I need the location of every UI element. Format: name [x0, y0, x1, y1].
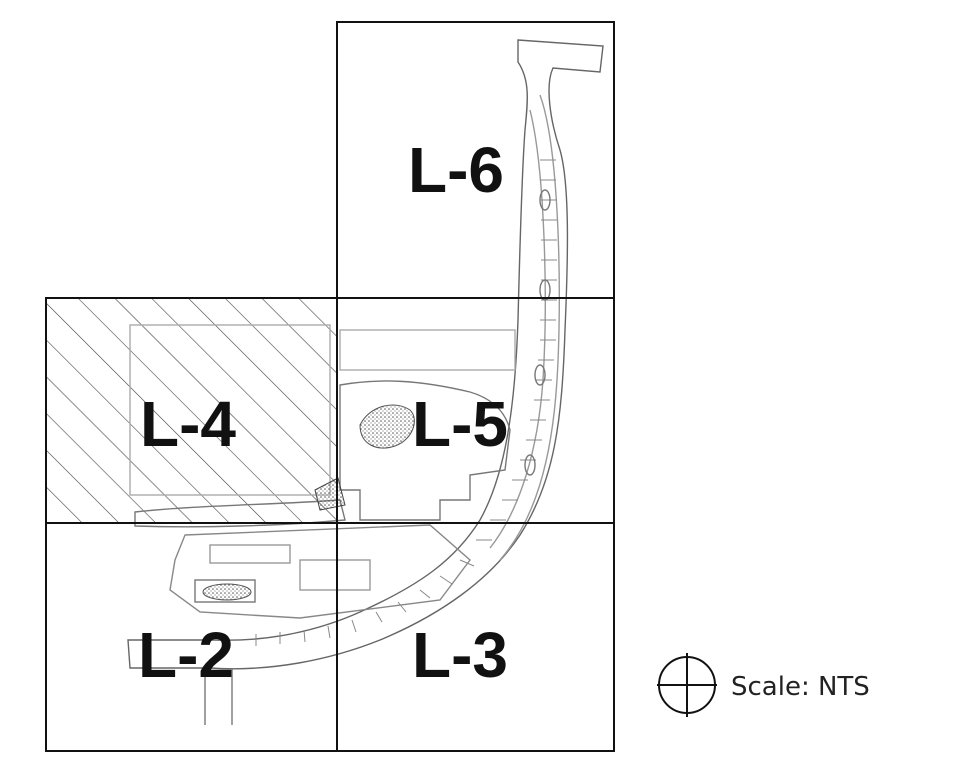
site-plan-drawing — [127, 39, 604, 725]
sheet-label-l6: L-6 — [408, 134, 504, 206]
sheet-label-l5: L-5 — [412, 388, 508, 460]
sheet-label-l2: L-2 — [138, 619, 234, 691]
scale-text: Scale: NTS — [731, 672, 870, 702]
sheet-label-l3: L-3 — [412, 619, 508, 691]
north-arrow-crosshair-icon — [655, 652, 719, 722]
sheet-box-l3 — [336, 522, 615, 752]
sheet-label-l4: L-4 — [140, 388, 236, 460]
planting-area — [202, 583, 252, 601]
hatched-sheet-area — [46, 298, 337, 523]
planting-area — [359, 404, 415, 449]
sheet-grid — [45, 21, 615, 752]
scale-legend: Scale: NTS — [655, 652, 870, 722]
